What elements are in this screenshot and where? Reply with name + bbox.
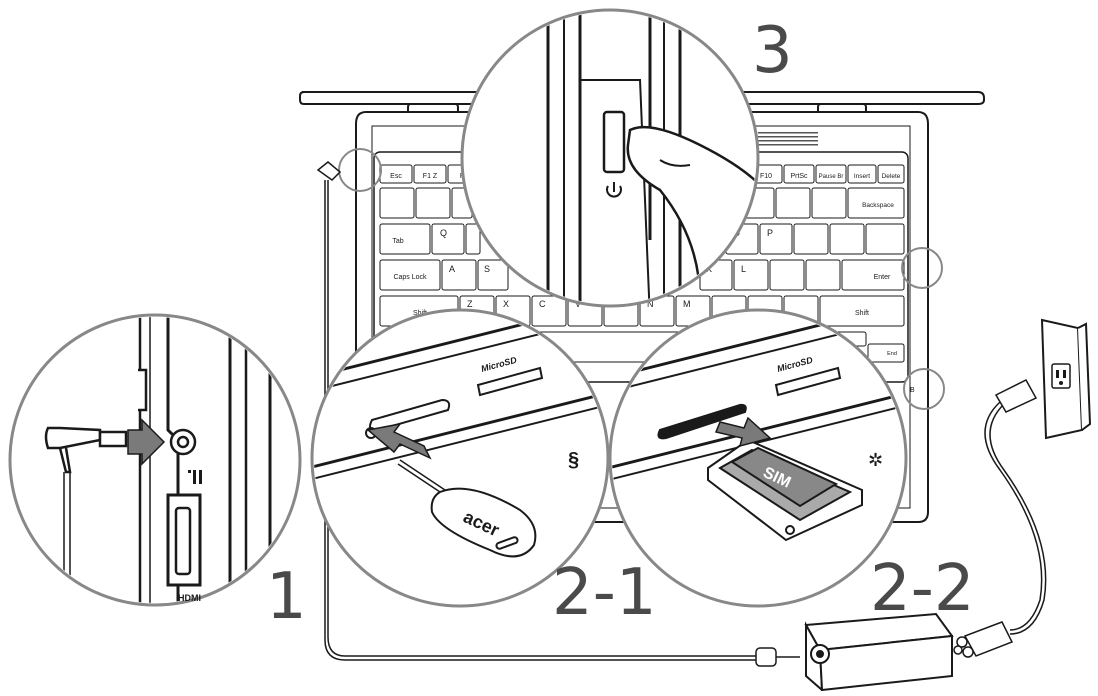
key-tilde (379, 187, 415, 219)
key-insert-label: Insert (854, 173, 870, 180)
key-f1 (413, 164, 447, 184)
key-minus (775, 187, 811, 219)
dc-symbol-icon (188, 470, 202, 484)
key-a (441, 259, 477, 291)
step-number-1: 1 (266, 560, 307, 634)
key-backspace-label: Backspace (862, 202, 894, 209)
callout-sim-card: MicroSD SIM ✲ (608, 308, 908, 608)
eject-arrow-icon (366, 422, 432, 460)
callout-sim-eject: MicroSD acer § (310, 308, 610, 608)
key-z-label: Z (467, 299, 473, 309)
key-equals (811, 187, 847, 219)
key-delete-label: Delete (882, 173, 901, 180)
asterisk-symbol: ✲ (868, 450, 883, 470)
key-capslock-label: Caps Lock (393, 274, 427, 281)
key-tab-label: Tab (392, 238, 403, 245)
key-enter-label: Enter (874, 274, 891, 281)
microsd-slot-2 (774, 366, 842, 397)
microsd-slot (476, 366, 544, 397)
port-markers (338, 148, 945, 410)
key-delete (877, 164, 905, 184)
marker-dc-port (338, 148, 382, 192)
key-rshift (819, 295, 905, 327)
key-w (465, 223, 481, 255)
key-q-label: Q (440, 228, 447, 238)
key-insert (847, 164, 877, 184)
power-adapter (804, 612, 954, 693)
key-backslash (865, 223, 905, 255)
power-icon (606, 182, 622, 198)
key-backspace (847, 187, 905, 219)
insert-arrow-icon (127, 418, 166, 466)
key-prtsc-label: PrtSc (790, 173, 808, 180)
key-f10-label: F10 (760, 173, 772, 180)
key-s-label: S (484, 264, 490, 274)
step-number-3: 3 (752, 14, 793, 88)
key-rbracket (829, 223, 865, 255)
key-c-label: C (539, 299, 546, 309)
step-number-2-2: 2-2 (870, 552, 975, 626)
key-n-label: N (647, 299, 654, 309)
key-pause (815, 164, 847, 184)
key-end-label: End (887, 351, 897, 357)
step-number-2-1: 2-1 (552, 556, 657, 630)
key-esc-label: Esc (390, 173, 402, 180)
section-symbol: § (568, 449, 579, 471)
marker-power-button (901, 247, 943, 289)
key-end (867, 343, 905, 363)
ac-cord (953, 379, 1047, 658)
key-m-label: M (683, 299, 691, 309)
hdmi-label: HDMI (178, 593, 201, 603)
key-c (531, 295, 567, 327)
wall-plug (994, 379, 1038, 413)
wall-outlet (1040, 318, 1092, 440)
key-b-side-label: B (910, 387, 915, 394)
key-p (759, 223, 793, 255)
key-l-label: L (741, 264, 746, 274)
sim-slot-open (657, 403, 747, 440)
power-button (602, 110, 626, 174)
key-lshift-label: Shift (413, 310, 427, 317)
key-x-label: X (503, 299, 509, 309)
key-semicolon (769, 259, 805, 291)
ac-plug-prongs (953, 636, 974, 658)
key-quote (805, 259, 841, 291)
key-prtsc (783, 164, 815, 184)
key-capslock (379, 259, 441, 291)
key-p-label: P (767, 228, 773, 238)
key-f1-label: F1 Z (423, 173, 438, 180)
key-s (477, 259, 509, 291)
key-q (431, 223, 465, 255)
key-l (733, 259, 769, 291)
marker-sim-slot (903, 368, 945, 410)
key-1 (415, 187, 451, 219)
ferrite-core (755, 647, 777, 667)
dc-cable (316, 161, 800, 667)
sim-card (730, 446, 839, 508)
sim-tray-slot (369, 398, 451, 432)
key-tab (379, 223, 431, 255)
insert-arrow-2-icon (714, 416, 772, 448)
key-a-label: A (449, 264, 455, 274)
key-rshift-label: Shift (855, 310, 869, 317)
callout-dc-in: HDMI (8, 313, 302, 607)
key-pause-label: Pause Br (819, 174, 844, 180)
key-lbracket (793, 223, 829, 255)
speaker-grille (758, 132, 818, 146)
